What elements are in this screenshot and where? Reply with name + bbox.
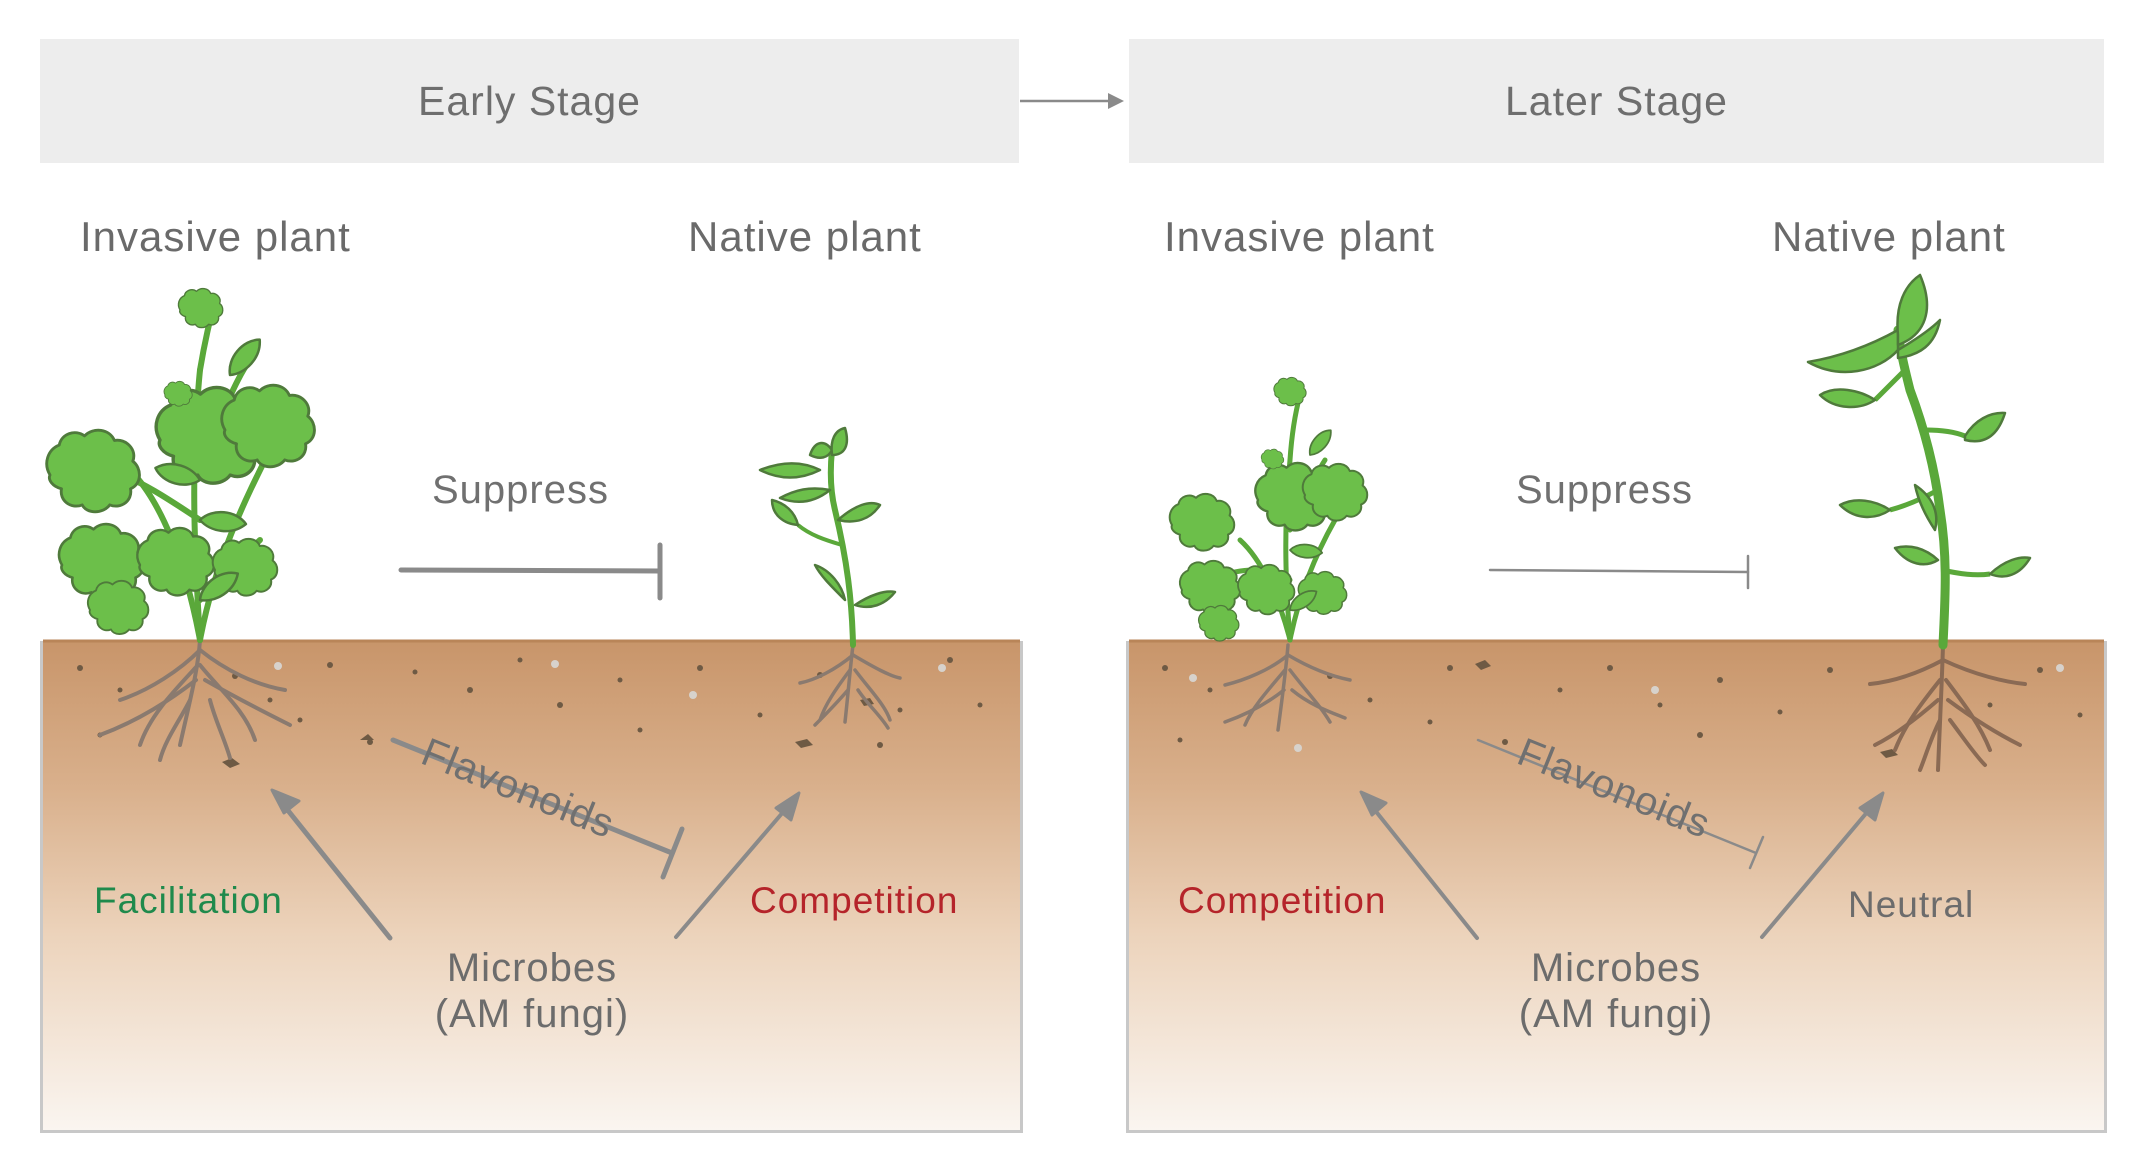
early-stage-title: Early Stage bbox=[418, 77, 641, 124]
facilitation-arrow-early bbox=[270, 788, 393, 941]
microbes-label-early: Microbes (AM fungi) bbox=[412, 945, 652, 1037]
soil-particles-later bbox=[1162, 660, 2083, 758]
facilitation-label-early: Facilitation bbox=[94, 880, 283, 921]
suppress-inhibit-later bbox=[1488, 554, 1750, 590]
invasive-plant-later bbox=[1168, 376, 1369, 732]
native-plant-label-early: Native plant bbox=[688, 213, 922, 260]
native-plant-early bbox=[758, 426, 902, 730]
flavonoids-inhibit-early bbox=[390, 737, 685, 880]
microbes-label-later: Microbes (AM fungi) bbox=[1496, 945, 1736, 1037]
native-plant-label-later: Native plant bbox=[1772, 213, 2006, 260]
later-stage-header: Later Stage bbox=[1129, 39, 2104, 163]
early-stage-header: Early Stage bbox=[40, 39, 1019, 163]
microbes-subtitle-early: (AM fungi) bbox=[434, 992, 630, 1036]
suppress-label-later: Suppress bbox=[1516, 468, 1693, 512]
later-stage-title: Later Stage bbox=[1505, 77, 1728, 124]
competition-label-early: Competition bbox=[750, 880, 959, 921]
arrow-right-icon bbox=[1020, 93, 1124, 109]
competition-label-later: Competition bbox=[1178, 880, 1387, 921]
invasive-plant-early bbox=[45, 287, 316, 762]
later-soil-panel bbox=[1126, 641, 2107, 1133]
competition-arrow-early bbox=[674, 791, 801, 939]
invasive-plant-label-early: Invasive plant bbox=[80, 213, 351, 260]
invasive-plant-label-later: Invasive plant bbox=[1164, 213, 1435, 260]
suppress-label-early: Suppress bbox=[432, 468, 609, 512]
microbes-subtitle-later: (AM fungi) bbox=[1518, 992, 1714, 1036]
competition-arrow-later bbox=[1359, 790, 1479, 940]
suppress-inhibit-early bbox=[398, 542, 663, 601]
microbes-title-early: Microbes bbox=[446, 946, 618, 990]
flavonoids-inhibit-later bbox=[1476, 738, 1765, 870]
neutral-arrow-later bbox=[1760, 791, 1885, 939]
microbes-title-later: Microbes bbox=[1530, 946, 1702, 990]
early-soil-panel bbox=[40, 641, 1023, 1133]
native-plant-later bbox=[1806, 273, 2032, 772]
neutral-label-later: Neutral bbox=[1848, 884, 1975, 925]
